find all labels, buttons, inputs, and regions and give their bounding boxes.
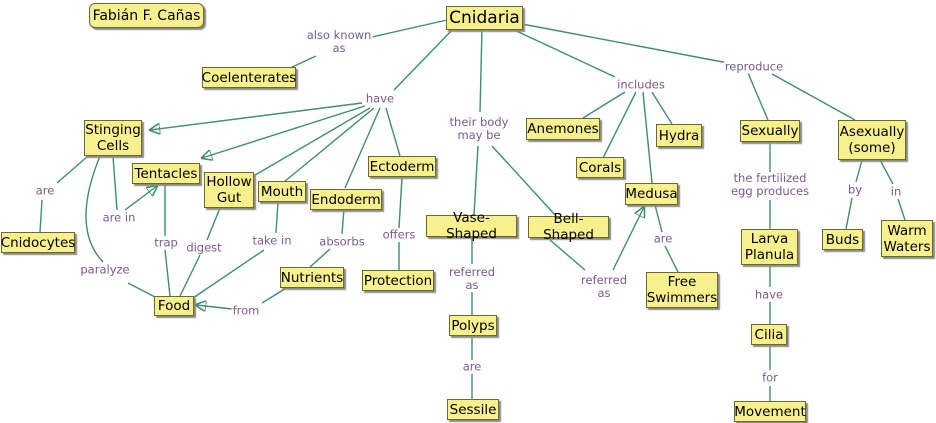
link-are-in: are in xyxy=(101,210,137,225)
concept-warm-waters[interactable]: Warm Waters xyxy=(881,220,933,257)
concept-tentacles[interactable]: Tentacles xyxy=(132,163,200,184)
link-absorbs: absorbs xyxy=(318,234,366,249)
line-in-warm xyxy=(897,198,906,221)
link-reproduce: reproduce xyxy=(723,59,785,74)
line-theirbody-vase xyxy=(473,145,479,216)
line-stinging-paralyze xyxy=(85,155,104,263)
line-nutrients-from xyxy=(261,286,289,304)
concept-cilia[interactable]: Cilia xyxy=(751,324,787,345)
line-includes-medusa xyxy=(642,91,653,184)
concept-free-swimmers[interactable]: Free Swimmers xyxy=(646,272,718,308)
line-stinging-arein xyxy=(112,155,118,211)
link-by: by xyxy=(846,182,864,197)
line-cnidaria-reproduce xyxy=(521,23,729,64)
concept-protection[interactable]: Protection xyxy=(362,270,434,291)
line-mouth-takein xyxy=(275,200,279,234)
link-have-cilia: have xyxy=(753,287,785,302)
link-paralyze: paralyze xyxy=(79,262,131,277)
concept-vase-shaped[interactable]: Vase-Shaped xyxy=(426,210,517,242)
link-referred-as-polyps: referred as xyxy=(447,265,497,292)
concept-bell-shaped[interactable]: Bell-Shaped xyxy=(528,211,609,243)
line-medusa-are xyxy=(654,204,663,233)
concept-corals[interactable]: Corals xyxy=(576,157,624,178)
link-are-sessile: are xyxy=(461,359,483,374)
line-paralyze-food xyxy=(127,282,158,299)
concept-mouth[interactable]: Mouth xyxy=(258,181,306,202)
line-aka-coelenterates xyxy=(289,55,317,69)
concept-cnidaria[interactable]: Cnidaria xyxy=(446,6,523,30)
concept-nutrients[interactable]: Nutrients xyxy=(280,267,344,288)
concept-coelenterates[interactable]: Coelenterates xyxy=(202,67,296,88)
line-cnidaria-theirbody xyxy=(479,27,483,113)
link-includes: includes xyxy=(616,77,666,92)
line-are-free xyxy=(664,245,679,273)
link-fertilized-egg-produces: the fertilized egg produces xyxy=(729,171,811,198)
line-bell-referred xyxy=(549,239,586,271)
line-includes-anemones xyxy=(582,91,626,119)
concept-sexually[interactable]: Sexually xyxy=(740,120,800,142)
line-cnidaria-includes xyxy=(509,27,616,78)
line-digest-food xyxy=(179,254,201,297)
line-hollowgut-digest xyxy=(206,207,221,241)
concept-stinging-cells[interactable]: Stinging Cells xyxy=(84,120,142,156)
link-have: have xyxy=(364,91,396,106)
line-have-stinging xyxy=(150,102,363,130)
link-offers: offers xyxy=(381,227,417,242)
line-cnidaria-have xyxy=(393,26,456,91)
link-referred-as-medusa: referred as xyxy=(579,273,629,300)
line-are-cnidocytes xyxy=(39,199,43,233)
concept-buds[interactable]: Buds xyxy=(822,229,863,250)
link-are-cnidocytes: are xyxy=(34,183,56,198)
line-referred-medusa xyxy=(612,207,644,271)
link-trap: trap xyxy=(153,235,179,250)
link-are-free-swimmers: are xyxy=(652,231,674,246)
concept-cnidocytes[interactable]: Cnidocytes xyxy=(1,232,75,253)
concept-ectoderm[interactable]: Ectoderm xyxy=(368,156,436,177)
concept-anemones[interactable]: Anemones xyxy=(526,118,600,140)
line-ectoderm-offers xyxy=(398,176,403,229)
line-takein-food xyxy=(192,249,265,299)
line-theirbody-bell xyxy=(491,145,557,217)
concept-larva-planula[interactable]: Larva Planula xyxy=(741,229,798,265)
line-reproduce-sexually xyxy=(747,72,769,121)
line-have-hollowgut xyxy=(249,107,371,179)
concept-movement[interactable]: Movement xyxy=(734,401,806,422)
line-reproduce-asexually xyxy=(771,73,856,121)
link-also-known-as: also known as xyxy=(305,28,373,55)
concept-hollow-gut[interactable]: Hollow Gut xyxy=(204,172,254,208)
line-have-endoderm xyxy=(344,107,381,189)
line-by-buds xyxy=(845,197,853,230)
concept-asexually[interactable]: Asexually (some) xyxy=(838,120,906,160)
line-have-mouth xyxy=(283,107,375,183)
line-from-food xyxy=(196,305,233,309)
author-name: Fabián F. Cañas xyxy=(89,3,204,28)
concept-polyps[interactable]: Polyps xyxy=(449,315,497,336)
line-cnidaria-aka xyxy=(371,19,448,38)
link-digest: digest xyxy=(185,240,223,255)
line-stinging-are xyxy=(56,155,89,184)
concept-medusa[interactable]: Medusa xyxy=(625,183,678,205)
line-asexually-in xyxy=(879,159,894,185)
link-take-in: take in xyxy=(251,233,293,248)
link-their-body-may-be: their body may be xyxy=(448,115,510,142)
line-have-tentacles xyxy=(202,105,366,158)
concept-sessile[interactable]: Sessile xyxy=(447,399,499,420)
line-arein-tentacles xyxy=(124,186,157,211)
link-from: from xyxy=(231,303,261,318)
link-in: in xyxy=(889,184,903,199)
line-includes-corals xyxy=(602,91,637,159)
line-endoderm-absorbs xyxy=(341,208,345,235)
line-trap-food xyxy=(164,249,171,297)
line-asexually-by xyxy=(855,159,863,183)
concept-endoderm[interactable]: Endoderm xyxy=(310,189,382,210)
line-includes-hydra xyxy=(651,91,673,125)
concept-hydra[interactable]: Hydra xyxy=(656,124,702,147)
line-have-ectoderm xyxy=(385,107,401,157)
link-for: for xyxy=(761,370,779,385)
concept-food[interactable]: Food xyxy=(154,296,194,316)
line-absorbs-nutrients xyxy=(309,248,331,268)
